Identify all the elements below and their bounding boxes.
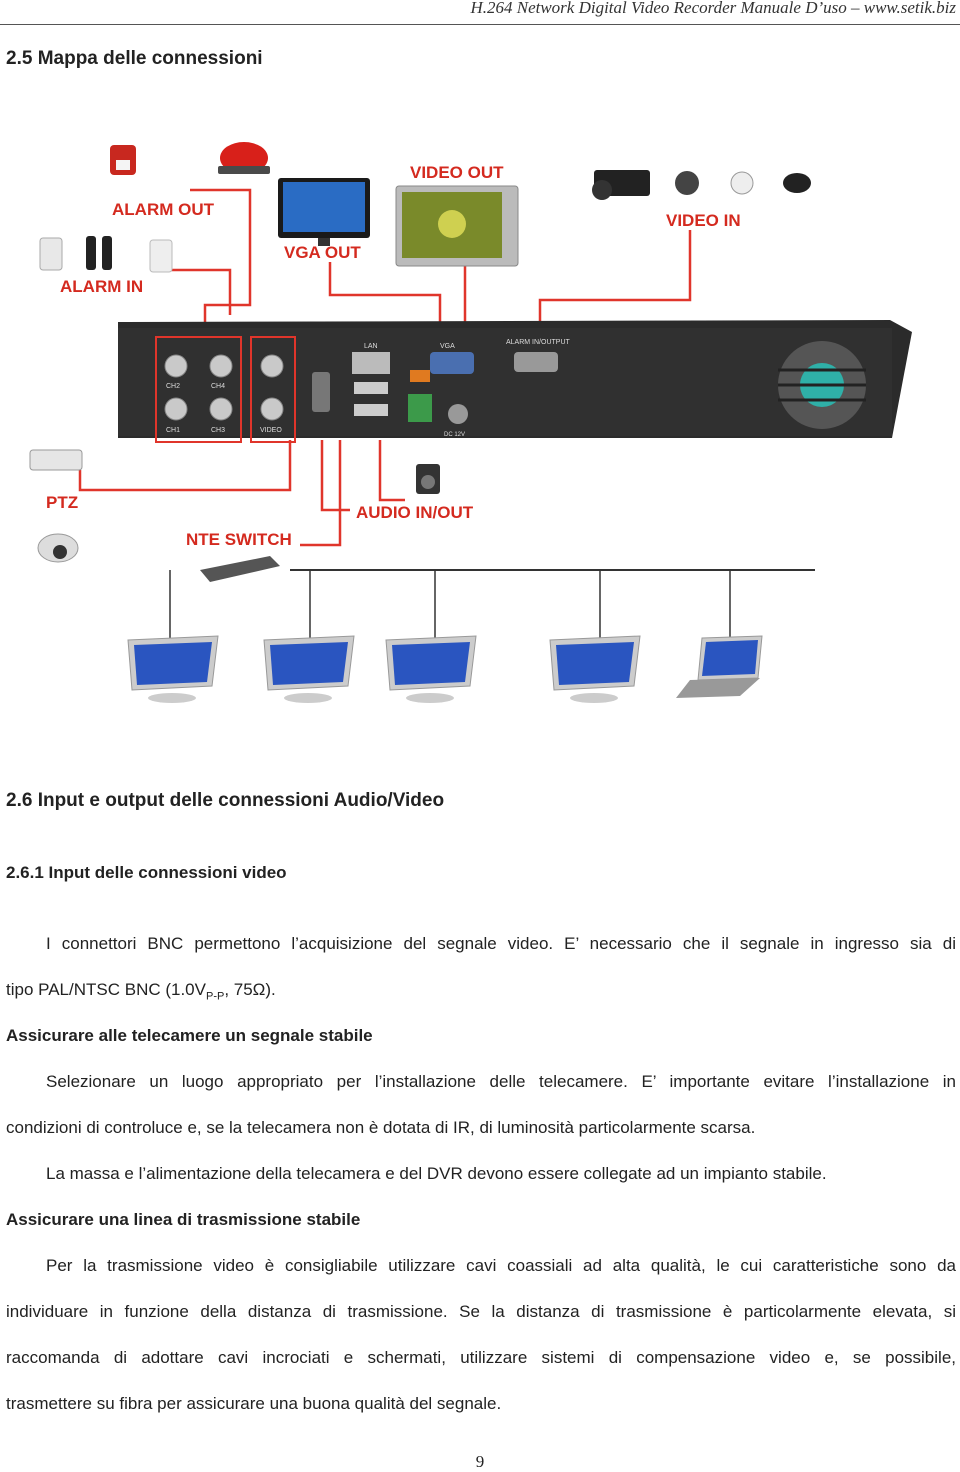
page-number: 9 bbox=[475, 1452, 485, 1471]
client-pc-icon bbox=[549, 635, 641, 703]
section-title-2-6: 2.6 Input e output delle connessioni Aud… bbox=[6, 790, 445, 811]
panel-label-lan: LAN bbox=[364, 343, 378, 350]
section-title-2-6-1: 2.6.1 Input delle connessioni video bbox=[6, 863, 287, 882]
client-pc-icon bbox=[263, 635, 355, 703]
panel-label-dc: DC 12V bbox=[444, 432, 465, 438]
label-audio-inout: AUDIO IN/OUT bbox=[356, 503, 474, 522]
paragraph-line: La massa e l’alimentazione della telecam… bbox=[46, 1164, 827, 1183]
alarm-sensors-icon bbox=[39, 236, 173, 273]
header-rule bbox=[0, 24, 960, 25]
beacon-light-icon bbox=[218, 142, 270, 174]
paragraph-line: I connettori BNC permettono l’acquisizio… bbox=[46, 934, 956, 953]
panel-label-alarm-io: ALARM IN/OUTPUT bbox=[506, 339, 571, 346]
label-vga-out: VGA OUT bbox=[284, 243, 361, 262]
panel-label-ch2: CH2 bbox=[166, 383, 180, 390]
cameras-icon bbox=[592, 170, 811, 200]
subheading-stable-signal: Assicurare alle telecamere un segnale st… bbox=[6, 1026, 373, 1045]
client-laptop-icon bbox=[676, 635, 763, 698]
panel-label-ch1: CH1 bbox=[166, 427, 180, 434]
ptz-decoder-icon bbox=[29, 449, 83, 471]
siren-icon bbox=[110, 145, 136, 175]
label-nte-switch: NTE SWITCH bbox=[186, 530, 292, 549]
subheading-stable-line: Assicurare una linea di trasmissione sta… bbox=[6, 1210, 361, 1229]
label-alarm-out: ALARM OUT bbox=[112, 200, 215, 219]
client-pc-icon bbox=[385, 635, 477, 703]
section-title-2-5: 2.5 Mappa delle connessioni bbox=[6, 48, 263, 69]
paragraph-line: individuare in funzione della distanza d… bbox=[6, 1302, 956, 1321]
dvr-rear-panel: CH2 CH4 CH1 CH3 VIDEO LAN VGA DC 12V ALA… bbox=[118, 320, 912, 443]
speaker-icon bbox=[416, 464, 440, 494]
panel-label-ch3: CH3 bbox=[211, 427, 225, 434]
connection-diagram: ALARM OUT ALARM IN VGA OUT VIDEO OUT VID… bbox=[29, 142, 912, 703]
panel-label-ch4: CH4 bbox=[211, 383, 225, 390]
paragraph-line: raccomanda di adottare cavi incrociati e… bbox=[6, 1348, 956, 1367]
running-header: H.264 Network Digital Video Recorder Man… bbox=[470, 0, 956, 17]
video-out-monitor-icon bbox=[395, 185, 519, 267]
label-video-in: VIDEO IN bbox=[666, 211, 741, 230]
network-switch-icon bbox=[200, 556, 280, 582]
paragraph-line: tipo PAL/NTSC BNC (1.0VP-P, 75Ω). bbox=[6, 980, 276, 1003]
paragraph-line: condizioni di controluce e, se la teleca… bbox=[6, 1118, 756, 1137]
label-alarm-in: ALARM IN bbox=[60, 277, 143, 296]
paragraph-line: trasmettere su fibra per assicurare una … bbox=[6, 1394, 502, 1413]
connection-wires bbox=[78, 188, 692, 547]
paragraph-line: Selezionare un luogo appropriato per l’i… bbox=[46, 1072, 956, 1091]
network-drops bbox=[169, 570, 731, 640]
panel-label-vga: VGA bbox=[440, 343, 455, 350]
vga-monitor-icon bbox=[278, 178, 370, 246]
paragraph-line: Per la trasmissione video è consigliabil… bbox=[46, 1256, 956, 1275]
label-video-out: VIDEO OUT bbox=[410, 163, 504, 182]
label-ptz: PTZ bbox=[46, 493, 78, 512]
ptz-dome-camera-icon bbox=[37, 533, 79, 563]
panel-label-video: VIDEO bbox=[260, 427, 282, 434]
client-pc-icon bbox=[127, 635, 219, 703]
